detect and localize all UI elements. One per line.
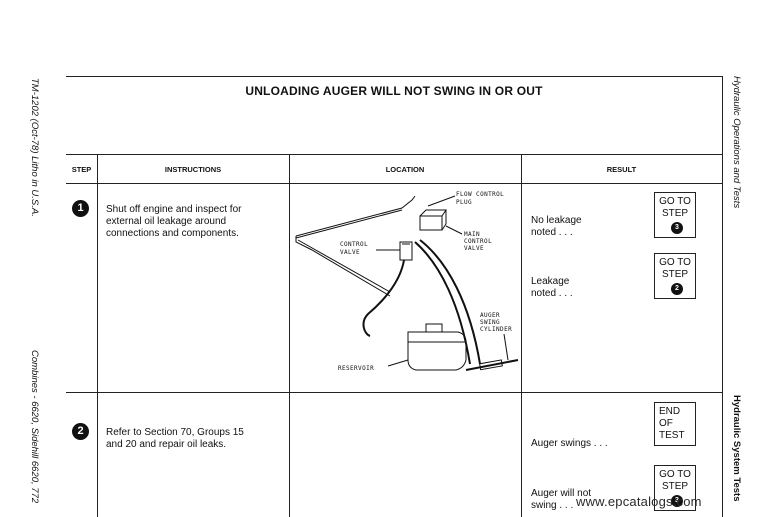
result-action: GO TO STEP bbox=[659, 257, 691, 280]
step-reference-badge: 3 bbox=[671, 222, 683, 234]
header-rule bbox=[66, 154, 722, 155]
result-action: END OF TEST bbox=[659, 406, 685, 441]
right-border bbox=[722, 76, 723, 517]
result-text: Leakage noted . . . bbox=[531, 276, 573, 299]
label-control-valve-valve: VALVE bbox=[340, 249, 360, 256]
end-of-test-box: END OF TEST bbox=[654, 402, 696, 446]
watermark: www.epcatalogs.com bbox=[576, 494, 702, 509]
top-rule bbox=[66, 76, 722, 77]
label-valve: VALVE bbox=[464, 245, 484, 252]
label-cylinder: CYLINDER bbox=[480, 326, 512, 333]
label-control: CONTROL bbox=[464, 238, 492, 245]
hydraulic-diagram: FLOW CONTROL PLUG MAIN CONTROL VALVE CON… bbox=[295, 191, 519, 372]
result-text: Auger will not swing . . . bbox=[531, 488, 592, 511]
side-text-hydraulic-system-tests: Hydraulic System Tests bbox=[731, 395, 742, 502]
step-instruction: Refer to Section 70, Groups 15 and 20 an… bbox=[106, 427, 244, 450]
side-text-combines: Combines - 6620, Sidehill 6620, 772 bbox=[29, 350, 40, 504]
label-main: MAIN bbox=[464, 231, 480, 238]
step-instruction: Shut off engine and inspect for external… bbox=[106, 204, 242, 239]
step-number-badge: 1 bbox=[72, 200, 89, 217]
label-swing: SWING bbox=[480, 319, 500, 326]
col-divider-step bbox=[97, 154, 98, 517]
result-action: GO TO STEP bbox=[659, 469, 691, 492]
column-header-result: RESULT bbox=[606, 165, 637, 174]
label-reservoir: RESERVOIR bbox=[338, 365, 374, 372]
column-header-location: LOCATION bbox=[385, 165, 425, 174]
result-text: No leakage noted . . . bbox=[531, 215, 582, 238]
col-divider-instructions bbox=[289, 154, 290, 517]
column-header-instructions: INSTRUCTIONS bbox=[164, 165, 222, 174]
side-text-hydraulic-operations: Hydraulic Operations and Tests bbox=[731, 76, 742, 209]
step-number-badge: 2 bbox=[72, 423, 89, 440]
result-text: Auger swings . . . bbox=[531, 438, 608, 449]
page-title: UNLOADING AUGER WILL NOT SWING IN OR OUT bbox=[245, 84, 543, 98]
go-to-step-box: GO TO STEP 3 bbox=[654, 465, 696, 511]
label-auger: AUGER bbox=[480, 312, 500, 319]
result-action: GO TO STEP bbox=[659, 196, 691, 219]
col-divider-location bbox=[521, 154, 522, 517]
go-to-step-box: GO TO STEP 2 bbox=[654, 253, 696, 299]
column-header-step: STEP bbox=[71, 165, 92, 174]
label-control-valve-control: CONTROL bbox=[340, 241, 368, 248]
label-flow-control: FLOW CONTROL bbox=[456, 191, 504, 198]
header-bottom-rule bbox=[66, 183, 722, 184]
side-text-manual-id: TM-1202 (Oct-78) Litho in U.S.A. bbox=[29, 78, 40, 217]
go-to-step-box: GO TO STEP 3 bbox=[654, 192, 696, 238]
step-reference-badge: 3 bbox=[671, 495, 683, 507]
row-divider bbox=[66, 392, 722, 393]
step-reference-badge: 2 bbox=[671, 283, 683, 295]
label-plug: PLUG bbox=[456, 199, 472, 206]
